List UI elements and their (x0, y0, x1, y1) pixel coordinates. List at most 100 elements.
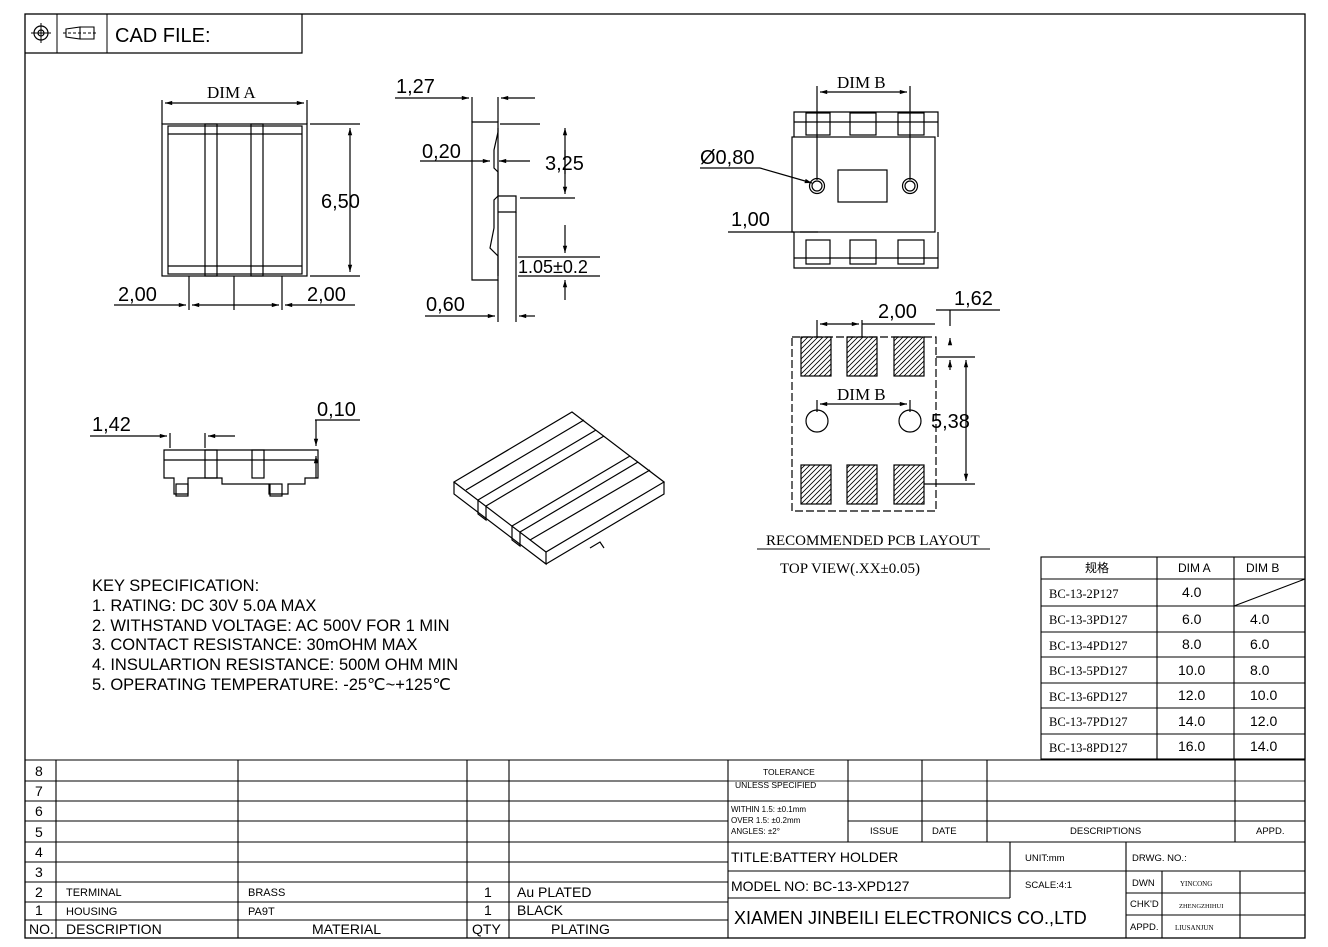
bom-row-number: 5 (35, 824, 43, 840)
key-spec-item: 2. WITHSTAND VOLTAGE: AC 500V FOR 1 MIN (92, 616, 450, 635)
tolerance-within: WITHIN 1.5: ±0.1mm (731, 805, 806, 814)
spec-model: BC-13-6PD127 (1049, 690, 1127, 704)
unit-label: UNIT:mm (1025, 853, 1065, 864)
side-view (395, 95, 600, 322)
spec-table-rows: BC-13-2P127 BC-13-3PD127 BC-13-4PD127 BC… (1049, 587, 1127, 755)
chkd-label: CHK'D (1130, 899, 1159, 910)
spec-model: BC-13-4PD127 (1049, 639, 1127, 653)
dim-a-label: DIM A (207, 83, 256, 102)
spec-dim-a: 10.0 (1178, 662, 1205, 678)
dim-1-27: 1,27 (396, 76, 435, 98)
spec-dim-a: 4.0 (1182, 584, 1202, 600)
spec-header-spec: 规格 (1085, 560, 1109, 575)
spec-dim-a: 6.0 (1182, 611, 1202, 627)
bom-description: TERMINAL (66, 887, 122, 899)
dim-3-25: 3,25 (545, 153, 584, 175)
drawing-number-label: DRWG. NO.: (1132, 853, 1187, 864)
outer-frame (24, 13, 1306, 939)
dim-0-10: 0,10 (317, 399, 356, 421)
bom-data-rows: TERMINAL BRASS HOUSING PA9T (66, 887, 285, 918)
title-block (728, 760, 1305, 938)
drawing-title: TITLE:BATTERY HOLDER (731, 849, 898, 865)
spec-table-values: 4.0 6.0 4.0 8.0 6.0 10.0 8.0 12.0 10.0 1… (1178, 584, 1277, 754)
tolerance-line-1: TOLERANCE (763, 767, 815, 777)
spec-dim-b: 8.0 (1250, 662, 1270, 678)
spec-header-dim-a: DIM A (1178, 561, 1211, 575)
bom-row-number: 8 (35, 763, 43, 779)
chkd-name: ZHENGZHIHUI (1179, 903, 1223, 910)
isometric-view (452, 411, 666, 566)
spec-dim-b: 14.0 (1250, 738, 1277, 754)
pcb-dim-1-62: 1,62 (954, 288, 993, 310)
title-block-text: TOLERANCE UNLESS SPECIFIED WITHIN 1.5: ±… (731, 767, 1285, 933)
scale-label: SCALE:4:1 (1025, 880, 1072, 891)
top-view (700, 86, 939, 269)
bom-header-no: NO. (29, 921, 54, 937)
spec-dim-b: 4.0 (1250, 611, 1270, 627)
tolerance-over: OVER 1.5: ±0.2mm (731, 816, 801, 825)
spec-dim-a: 12.0 (1178, 687, 1205, 703)
pcb-caption-1: RECOMMENDED PCB LAYOUT (766, 533, 980, 549)
dim-1-42: 1,42 (92, 414, 131, 436)
dim-1-05: 1.05±0.2 (518, 257, 588, 277)
pcb-caption-2: TOP VIEW(.XX±0.05) (780, 561, 920, 577)
dwn-name: YINCONG (1180, 880, 1212, 888)
tolerance-line-2: UNLESS SPECIFIED (735, 780, 816, 790)
cad-file-box: CAD FILE: (25, 14, 303, 54)
appd-label-2: APPD. (1130, 922, 1159, 933)
spec-model: BC-13-3PD127 (1049, 613, 1127, 627)
spec-dim-a: 8.0 (1182, 636, 1202, 652)
spec-dim-b: 12.0 (1250, 713, 1277, 729)
bom-qty: 1 (484, 884, 492, 900)
model-number: MODEL NO: BC-13-XPD127 (731, 878, 910, 894)
bom-plating: Au PLATED (517, 884, 591, 900)
bom-row-number: 1 (35, 902, 43, 918)
dim-2-00-left: 2,00 (118, 284, 157, 306)
key-spec-item: 1. RATING: DC 30V 5.0A MAX (92, 596, 317, 615)
detail-view (90, 419, 360, 497)
spec-model: BC-13-7PD127 (1049, 715, 1127, 729)
bom-row-numbers: 8 7 6 5 4 3 2 1 (35, 763, 43, 918)
bom-header-qty: QTY (472, 921, 501, 937)
key-spec-title: KEY SPECIFICATION: (92, 577, 260, 595)
spec-model: BC-13-8PD127 (1049, 741, 1127, 755)
dim-0-60: 0,60 (426, 294, 465, 316)
pcb-dim-b: DIM B (837, 385, 886, 404)
dwn-label: DWN (1132, 878, 1155, 889)
key-spec-item: 3. CONTACT RESISTANCE: 30mOHM MAX (92, 636, 418, 655)
dim-1-00: 1,00 (731, 209, 770, 231)
key-specification: KEY SPECIFICATION: 1. RATING: DC 30V 5.0… (92, 577, 458, 696)
spec-header-dim-b: DIM B (1246, 561, 1279, 575)
date-label: DATE (932, 826, 957, 837)
bom-material: BRASS (248, 887, 285, 899)
pcb-dim-5-38: 5,38 (931, 411, 970, 433)
pcb-dim-2-00: 2,00 (878, 301, 917, 323)
spec-dim-a: 14.0 (1178, 713, 1205, 729)
dim-b-label: DIM B (837, 73, 886, 92)
appd-label: APPD. (1256, 826, 1285, 837)
bom-row-number: 6 (35, 803, 43, 819)
bom-plating: BLACK (517, 902, 564, 918)
bom-header-row: NO. DESCRIPTION MATERIAL QTY PLATING (29, 921, 610, 937)
bom-header-material: MATERIAL (312, 921, 381, 937)
dim-2-00-right: 2,00 (307, 284, 346, 306)
descriptions-label: DESCRIPTIONS (1070, 826, 1141, 837)
bom-row-number: 2 (35, 884, 43, 900)
dim-6-50: 6,50 (321, 191, 360, 213)
issue-label: ISSUE (870, 826, 899, 837)
dim-0-20: 0,20 (422, 141, 461, 163)
bom-qty: 1 (484, 902, 492, 918)
cad-file-label: CAD FILE: (115, 25, 211, 47)
spec-table-header: 规格 DIM A DIM B (1085, 560, 1279, 575)
bom-material: PA9T (248, 906, 275, 918)
bom-header-plating: PLATING (551, 921, 610, 937)
key-spec-item: 4. INSULARTION RESISTANCE: 500M OHM MIN (92, 656, 459, 675)
spec-model: BC-13-5PD127 (1049, 664, 1127, 678)
bom-header-description: DESCRIPTION (66, 921, 162, 937)
spec-dim-b: 6.0 (1250, 636, 1270, 652)
tolerance-angles: ANGLES: ±2° (731, 827, 780, 836)
bom-row-number: 4 (35, 844, 43, 860)
bom-row-number: 3 (35, 864, 43, 880)
